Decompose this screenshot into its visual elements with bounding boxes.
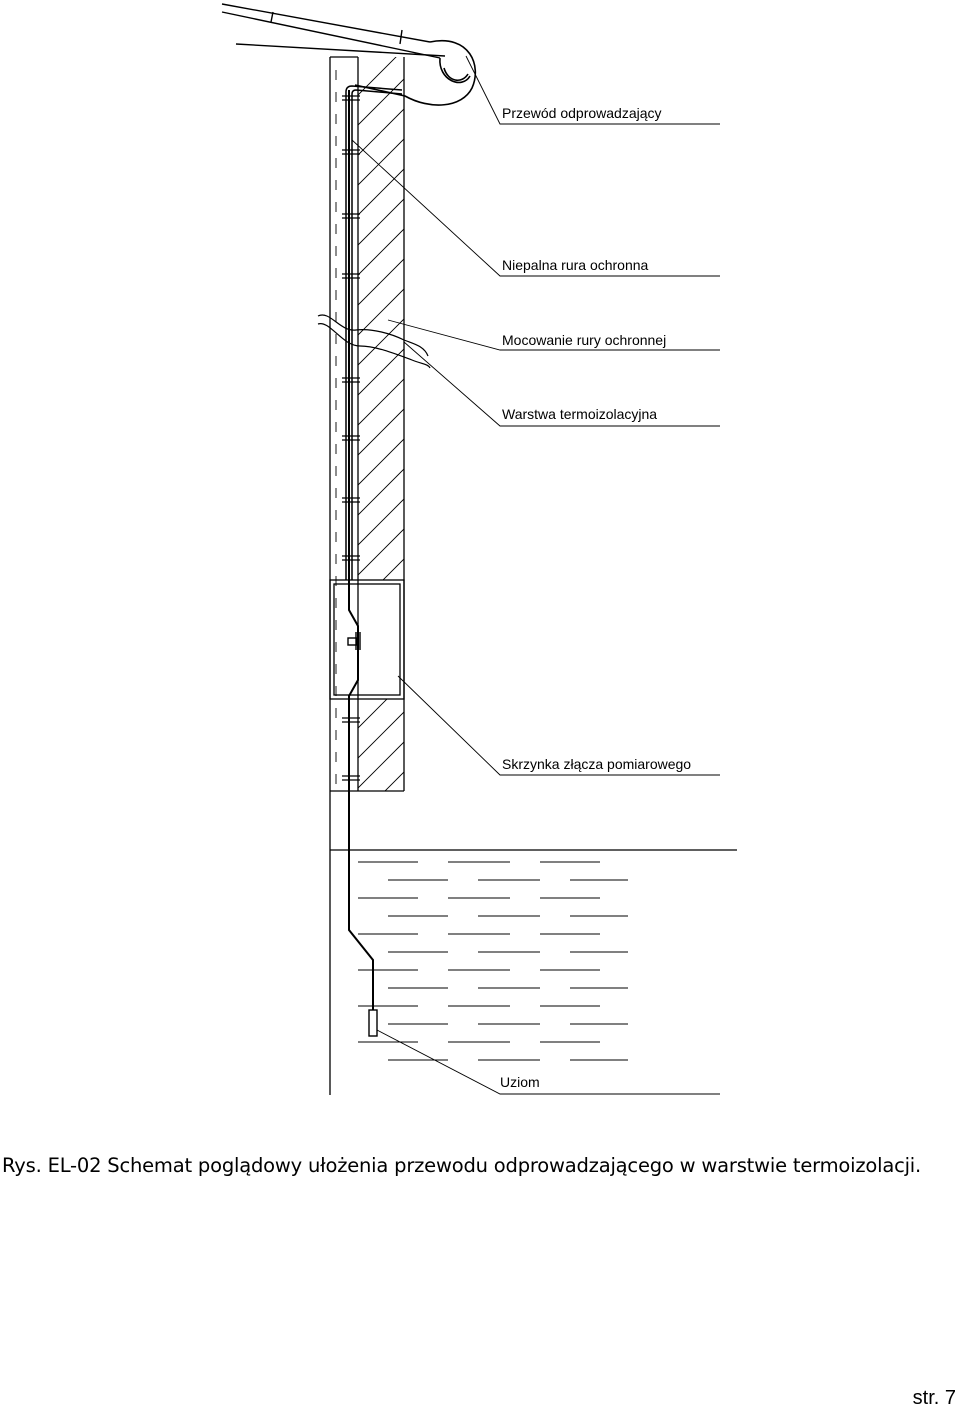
- page-number: str. 7: [912, 1387, 956, 1409]
- protective-pipe: [345, 85, 403, 580]
- insulation-layer: [330, 57, 405, 792]
- measurement-connector-icon: [347, 632, 361, 650]
- soil-hatch: [358, 861, 628, 1061]
- label-insulation-layer: Warstwa termoizolacyjna: [502, 406, 657, 422]
- figure-caption: Rys. EL-02 Schemat poglądowy ułożenia pr…: [2, 1154, 922, 1177]
- measurement-box: [329, 579, 405, 700]
- label-protective-pipe: Niepalna rura ochronna: [502, 257, 649, 273]
- roof-eave: [221, 3, 446, 59]
- gutter-icon: [354, 39, 477, 106]
- label-earth-electrode: Uziom: [500, 1074, 540, 1090]
- label-pipe-mounting: Mocowanie rury ochronnej: [502, 332, 666, 348]
- pipe-mounting-clamps: [342, 95, 360, 781]
- leader-lines: [351, 55, 720, 1095]
- label-measurement-box: Skrzynka złącza pomiarowego: [502, 756, 691, 772]
- down-conductor: [348, 90, 374, 1010]
- wall: [329, 56, 359, 1095]
- label-downconductor: Przewód odprowadzający: [502, 105, 662, 121]
- earth-electrode-icon: [368, 1009, 378, 1037]
- break-line: [317, 314, 431, 369]
